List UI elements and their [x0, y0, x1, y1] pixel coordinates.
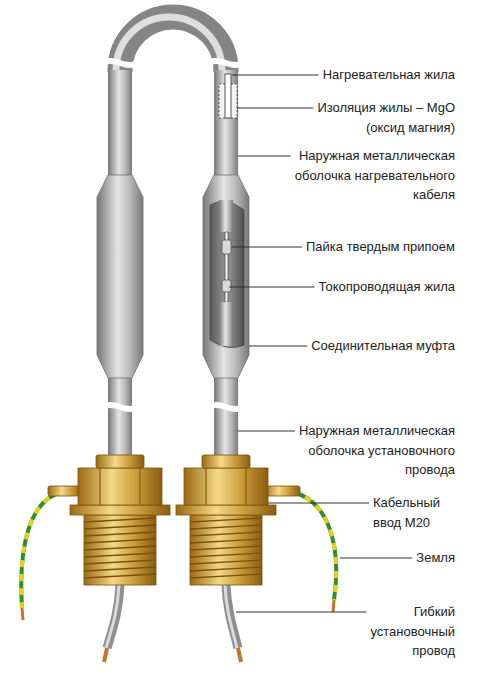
earth-wire — [292, 492, 336, 600]
label-line: Изоляция жилы – MgO — [317, 98, 455, 118]
cable-gland — [176, 455, 276, 585]
brazed-joint — [222, 240, 231, 254]
label-line: установочный — [370, 622, 455, 642]
leader-line — [237, 108, 313, 109]
part-label: Наружная металлическаяоболочка нагревате… — [295, 146, 455, 205]
earth-tab — [48, 486, 82, 496]
leader-line — [232, 247, 302, 248]
part-label: Гибкийустановочныйпровод — [370, 602, 455, 661]
copper-tip — [333, 600, 334, 612]
label-line: Гибкий — [370, 602, 455, 622]
earth-wire-stripe — [292, 492, 336, 600]
label-line: провода — [299, 460, 455, 480]
leader-line — [236, 612, 366, 613]
label-line: оболочка установочного — [299, 441, 455, 461]
label-line: (оксид магния) — [317, 118, 455, 138]
break-mark — [206, 58, 246, 68]
copper-tip — [104, 648, 107, 662]
label-line: Нагревательная жила — [323, 65, 455, 85]
copper-tip — [238, 648, 241, 662]
label-line: Кабельный — [373, 493, 440, 513]
flexible-wire-highlight — [106, 585, 119, 648]
earth-wire — [21, 492, 62, 608]
break-mark — [206, 402, 246, 412]
label-line: Токопроводящая жила — [319, 277, 455, 297]
heating-core — [225, 74, 231, 118]
label-line: ввод М20 — [373, 513, 440, 533]
coupling-sleeve — [97, 175, 143, 378]
label-line: Наружная металлическая — [299, 421, 455, 441]
break-mark — [100, 402, 140, 412]
cable-gland — [70, 455, 170, 585]
part-label: Земля — [416, 548, 455, 568]
label-line: провод — [370, 641, 455, 661]
break-mark — [100, 58, 140, 68]
label-line: Земля — [416, 548, 455, 568]
part-label: Пайка твердым припоем — [306, 237, 455, 257]
label-line: Наружная металлическая — [295, 146, 455, 166]
leader-line — [232, 75, 319, 76]
flexible-wire — [107, 585, 120, 648]
coupling-sleeve — [203, 175, 249, 378]
leader-line — [340, 558, 412, 559]
part-label: Соединительная муфта — [311, 336, 455, 356]
leader-line — [268, 503, 369, 504]
part-label: Кабельныйввод М20 — [373, 493, 440, 532]
leader-line — [238, 156, 291, 157]
leader-line — [249, 346, 307, 347]
part-label: Наружная металлическаяоболочка установоч… — [299, 421, 455, 480]
earth-wire-stripe — [21, 492, 62, 608]
label-line: Соединительная муфта — [311, 336, 455, 356]
copper-tip — [22, 608, 23, 620]
label-line: оболочка нагревательного — [295, 166, 455, 186]
earth-tab — [264, 486, 300, 496]
lead-wire-end — [219, 302, 233, 346]
leader-line — [238, 431, 295, 432]
part-label: Токопроводящая жила — [319, 277, 455, 297]
leader-line — [229, 287, 315, 288]
brazed-joint — [222, 280, 231, 292]
label-line: Пайка твердым припоем — [306, 237, 455, 257]
part-label: Изоляция жилы – MgO(оксид магния) — [317, 98, 455, 137]
label-line: кабеля — [295, 185, 455, 205]
part-label: Нагревательная жила — [323, 65, 455, 85]
flexible-wire — [226, 585, 238, 648]
heating-cable-end — [219, 200, 233, 232]
flexible-wire-highlight — [225, 585, 237, 648]
